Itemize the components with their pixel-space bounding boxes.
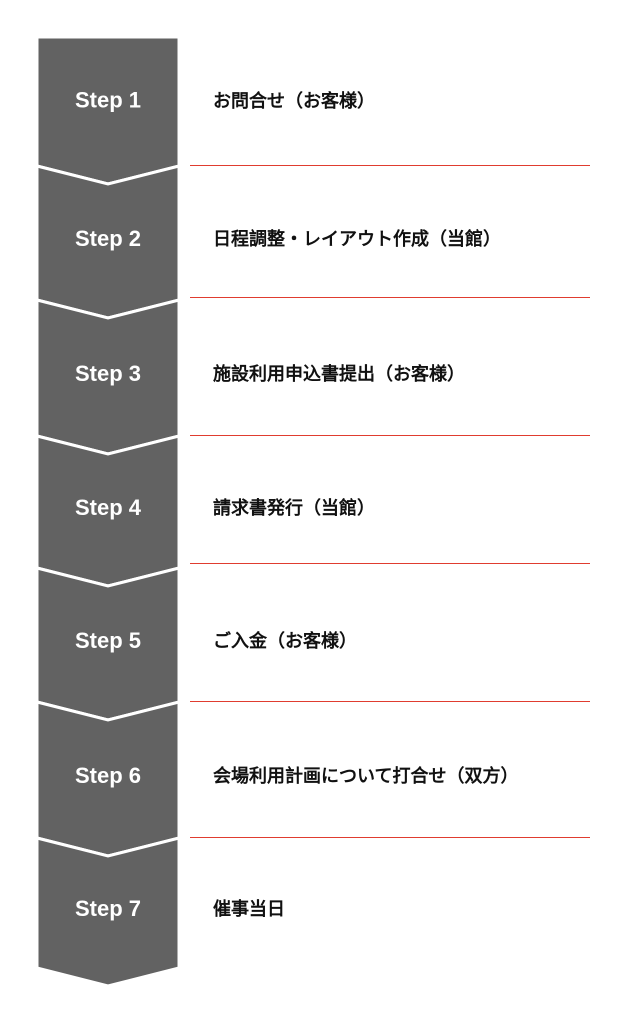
divider-4: [190, 563, 590, 564]
step-1-description: お問合せ（お客様）: [213, 90, 375, 112]
step-labels: Step 1 Step 2 Step 3 Step 4 Step 5 Step …: [75, 87, 142, 921]
step-4-description: 請求書発行（当館）: [213, 498, 375, 519]
step-5-description: ご入金（お客様）: [213, 631, 357, 652]
step-7-description: 催事当日: [213, 899, 285, 920]
step-2-description: 日程調整・レイアウト作成（当館）: [213, 229, 501, 250]
chevron-column: [35, 35, 181, 988]
step-3-label: Step 3: [75, 361, 141, 386]
step-4-label: Step 4: [75, 495, 142, 520]
step-3-description: 施設利用申込書提出（お客様）: [213, 364, 465, 385]
divider-1: [190, 165, 590, 166]
step-6-label: Step 6: [75, 763, 141, 788]
divider-6: [190, 837, 590, 838]
step-5-label: Step 5: [75, 628, 141, 653]
step-1-label: Step 1: [75, 87, 141, 112]
divider-2: [190, 297, 590, 298]
step-7-label: Step 7: [75, 896, 141, 921]
step-2-label: Step 2: [75, 226, 141, 251]
step-7-chevron: [35, 836, 181, 988]
divider-3: [190, 435, 590, 436]
step-6-description: 会場利用計画について打合せ（双方）: [213, 766, 519, 787]
divider-5: [190, 701, 590, 702]
